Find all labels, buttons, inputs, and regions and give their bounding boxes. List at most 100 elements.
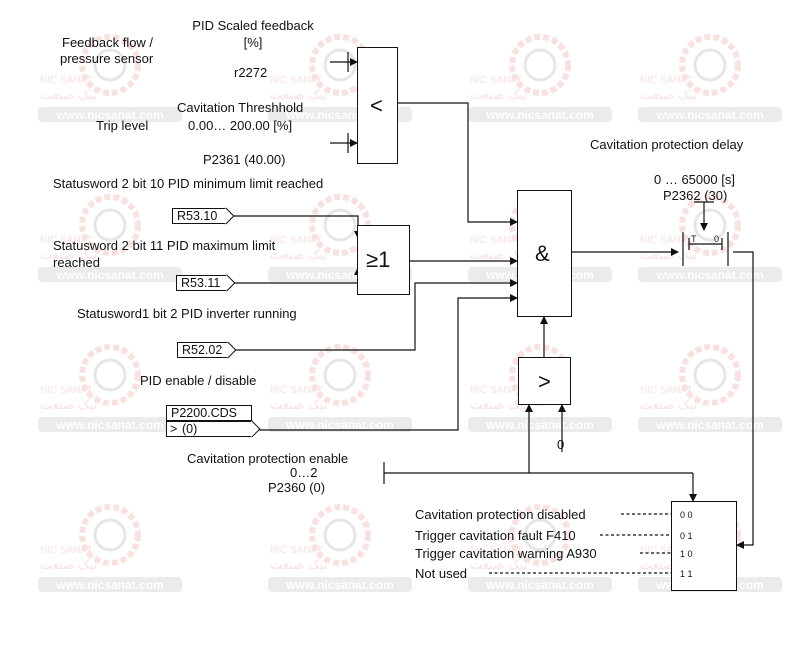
option-warning-label: Trigger cavitation warning A930 (415, 546, 597, 561)
mode-switch-block: 0 0 0 1 1 0 1 1 (671, 501, 737, 591)
watermark-logo: NIC SANAT نیک صنعت www.nicsanat.com (38, 34, 182, 122)
timer-to-switch-line (733, 251, 754, 549)
cavitation-threshold-label: Cavitation Threshhold (177, 100, 304, 115)
watermark-url-text: www.nicsanat.com (655, 418, 764, 432)
watermark-url-text: www.nicsanat.com (55, 418, 164, 432)
pid-scaled-unit-label: [%] (243, 35, 263, 50)
r53-11-connector: R53.11 (176, 275, 227, 291)
watermark-url-text: www.nicsanat.com (285, 418, 394, 432)
watermark-url-text: www.nicsanat.com (55, 578, 164, 592)
or-gate-block: ≥1 (357, 225, 410, 295)
p2200-default-connector: > (0) (166, 421, 252, 437)
cavitation-enable-range-label: 0…2 (290, 465, 318, 480)
r52-02-connector: R52.02 (177, 342, 228, 358)
r53-10-connector: R53.10 (172, 208, 226, 224)
watermark-brand-text: NIC SANAT (640, 235, 693, 246)
watermark-logo: NIC SANAT نیک صنعت www.nicsanat.com (468, 504, 612, 592)
watermark-url-text: www.nicsanat.com (485, 108, 594, 122)
p2200-default-value: (0) (182, 422, 198, 436)
or-gate-symbol: ≥1 (366, 247, 391, 272)
statusword1-bit2-label: Statusword1 bit 2 PID inverter running (77, 306, 297, 321)
watermark-url-text: www.nicsanat.com (485, 578, 594, 592)
comparator-greater-block: > (518, 357, 571, 405)
watermark-persian-text: نیک صنعت (470, 88, 527, 103)
option-disabled-label: Cavitation protection disabled (415, 507, 586, 522)
watermark-brand-text: NIC SANAT (640, 545, 693, 556)
watermark-brand-text: NIC SANAT (40, 75, 93, 86)
and-gate-block: & (517, 190, 572, 317)
delay-timer-block: T 0 (678, 230, 733, 270)
p2200-sum-symbol: > (170, 422, 178, 436)
watermark-persian-text: نیک صنعت (640, 398, 697, 413)
watermark-persian-text: نیک صنعت (40, 248, 97, 263)
p2360-label: P2360 (0) (268, 480, 326, 495)
comparator-less-block: < (357, 47, 398, 164)
watermark-brand-text: NIC SANAT (470, 235, 523, 246)
watermark-logo: NIC SANAT نیک صنعت www.nicsanat.com (38, 504, 182, 592)
watermark-persian-text: نیک صنعت (40, 558, 97, 573)
watermark-brand-text: NIC SANAT (270, 385, 323, 396)
delay-range-label: 0 … 65000 [s] (654, 172, 735, 187)
watermark-brand-text: NIC SANAT (40, 385, 93, 396)
watermark-url-text: www.nicsanat.com (285, 578, 394, 592)
greater-than-symbol: > (538, 369, 551, 394)
p2362-label: P2362 (30) (663, 188, 728, 203)
switch-code-00: 0 0 (680, 510, 693, 520)
less-than-symbol: < (370, 93, 383, 118)
option-fault-label: Trigger cavitation fault F410 (415, 528, 576, 543)
feedback-sensor-label-1: Feedback flow / (62, 35, 154, 50)
comparator-to-and-line (398, 102, 518, 226)
watermark-persian-text: نیک صنعت (40, 88, 97, 103)
watermark-url-text: www.nicsanat.com (655, 108, 764, 122)
watermark-brand-text: NIC SANAT (270, 545, 323, 556)
feedback-sensor-label-2: pressure sensor (60, 51, 154, 66)
watermark-persian-text: نیک صنعت (470, 558, 527, 573)
r2272-label: r2272 (234, 65, 268, 80)
watermark-persian-text: نیک صنعت (270, 88, 327, 103)
watermark-brand-text: NIC SANAT (470, 75, 523, 86)
statusword2-bit11-label-2: reached (53, 255, 100, 270)
watermark-persian-text: نیک صنعت (270, 398, 327, 413)
watermark-persian-text: نیک صنعت (270, 558, 327, 573)
pid-scaled-feedback-label: PID Scaled feedback (192, 18, 314, 33)
watermark-brand-text: NIC SANAT (270, 75, 323, 86)
cavitation-enable-label: Cavitation protection enable (187, 451, 349, 466)
switch-code-10: 1 0 (680, 549, 693, 559)
watermark-persian-text: نیک صنعت (470, 398, 527, 413)
watermark-logo: NIC SANAT نیک صنعت www.nicsanat.com (468, 34, 612, 122)
switch-code-11: 1 1 (680, 569, 693, 579)
r52-02-to-and-line (233, 279, 518, 351)
p2361-label: P2361 (40.00) (203, 152, 286, 167)
watermark-persian-text: نیک صنعت (40, 398, 97, 413)
pid-enable-label: PID enable / disable (140, 373, 257, 388)
switch-code-01: 0 1 (680, 531, 693, 541)
p2200-cds-connector: P2200.CDS (166, 405, 252, 421)
watermark-brand-text: NIC SANAT (470, 385, 523, 396)
watermark-brand-text: NIC SANAT (40, 545, 93, 556)
watermark-brand-text: NIC SANAT (40, 235, 93, 246)
r53-11-to-or-line (232, 267, 362, 284)
zero-constant-label: 0 (557, 437, 565, 452)
watermark-logo: NIC SANAT نیک صنعت www.nicsanat.com (638, 34, 782, 122)
statusword2-bit11-label-1: Statusword 2 bit 11 PID maximum limit (53, 238, 276, 253)
threshold-range-label: 0.00… 200.00 [%] (188, 118, 293, 133)
and-gate-symbol: & (535, 241, 550, 266)
watermark-logo: NIC SANAT نیک صنعت www.nicsanat.com (38, 344, 182, 432)
watermark-logo: NIC SANAT نیک صنعت www.nicsanat.com (268, 344, 412, 432)
watermark-url-text: www.nicsanat.com (655, 268, 764, 282)
r53-10-to-or-line (232, 215, 362, 239)
p2200-to-and-line (257, 294, 518, 431)
watermark-brand-text: NIC SANAT (640, 75, 693, 86)
watermark-logo: NIC SANAT نیک صنعت www.nicsanat.com (268, 504, 412, 592)
watermark-brand-text: NIC SANAT (270, 235, 323, 246)
watermark-brand-text: NIC SANAT (470, 545, 523, 556)
cavitation-delay-label: Cavitation protection delay (590, 137, 744, 152)
option-not-used-label: Not used (415, 566, 468, 581)
watermark-persian-text: نیک صنعت (640, 88, 697, 103)
statusword2-bit10-label: Statusword 2 bit 10 PID minimum limit re… (53, 176, 324, 191)
watermark-url-text: www.nicsanat.com (55, 108, 164, 122)
watermark-url-text: www.nicsanat.com (485, 418, 594, 432)
